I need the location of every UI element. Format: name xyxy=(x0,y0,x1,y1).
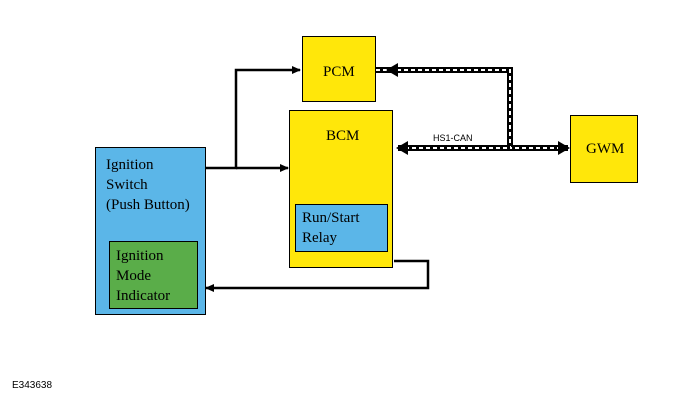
can-bus-label: HS1-CAN xyxy=(433,133,473,143)
bcm-label: BCM xyxy=(326,128,360,144)
relay-to-indicator-line xyxy=(205,259,430,292)
ignition-switch: Ignition Switch (Push Button) Ignition M… xyxy=(95,147,206,315)
indicator-label-line2: Mode xyxy=(116,268,151,284)
switch-label-line1: Ignition xyxy=(106,157,154,173)
switch-to-pcm-line xyxy=(206,66,301,170)
can-bus-lines xyxy=(376,63,570,155)
indicator-label-line3: Indicator xyxy=(116,288,171,304)
switch-label-line2: Switch xyxy=(106,177,148,193)
bcm-module: BCM Run/Start Relay xyxy=(289,110,393,268)
figure-id: E343638 xyxy=(12,380,53,391)
switch-label-line3: (Push Button) xyxy=(106,197,190,213)
run-start-relay: Run/Start Relay xyxy=(295,204,388,252)
ignition-mode-indicator: Ignition Mode Indicator xyxy=(109,241,198,309)
indicator-label-line1: Ignition xyxy=(116,248,164,264)
relay-label-line2: Relay xyxy=(302,230,337,246)
gwm-module: GWM xyxy=(570,115,638,183)
pcm-module: PCM xyxy=(302,36,376,102)
relay-label-line1: Run/Start xyxy=(302,210,360,226)
pcm-label: PCM xyxy=(323,64,355,80)
gwm-label: GWM xyxy=(586,141,625,157)
